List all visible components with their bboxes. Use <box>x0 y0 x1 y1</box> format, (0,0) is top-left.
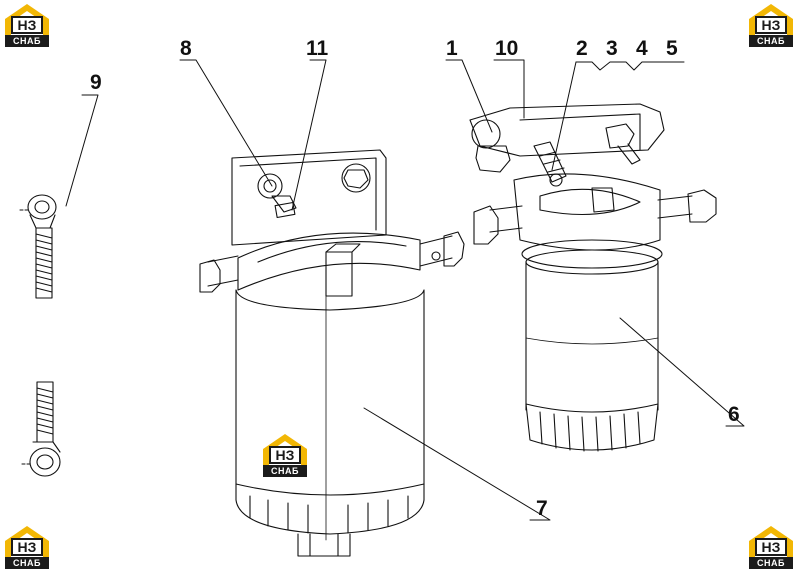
callout-2: 2 <box>576 37 588 60</box>
leader-8 <box>179 59 273 187</box>
callout-7: 7 <box>536 497 548 520</box>
watermark-caption: СНАБ <box>749 557 793 569</box>
watermark-letters: НЗ <box>755 538 787 556</box>
leader-1 <box>445 59 493 133</box>
left-filter-assembly <box>199 149 465 557</box>
watermark-caption: СНАБ <box>263 465 307 477</box>
watermark-letters: НЗ <box>269 446 301 464</box>
leader-7 <box>363 407 551 521</box>
callout-10: 10 <box>495 37 519 60</box>
watermark-caption: СНАБ <box>5 35 49 47</box>
watermark-letters: НЗ <box>11 16 43 34</box>
watermark-logo-top-right: НЗ СНАБ <box>746 2 796 48</box>
leader-10 <box>493 59 525 119</box>
leader-6 <box>619 317 745 427</box>
callout-3: 3 <box>606 37 618 60</box>
watermark-letters: НЗ <box>755 16 787 34</box>
leader-9 <box>65 94 99 207</box>
banjo-fitting-lower <box>21 381 61 477</box>
callout-4: 4 <box>636 37 648 60</box>
watermark-logo-bottom-left: НЗ СНАБ <box>2 524 52 570</box>
callout-11: 11 <box>306 37 329 60</box>
leader-11 <box>291 59 327 211</box>
callout-8: 8 <box>180 37 192 60</box>
leader-lines <box>65 59 745 521</box>
leader-2 <box>551 61 577 171</box>
callout-5: 5 <box>666 37 678 60</box>
watermark-logo-top-left: НЗ СНАБ <box>2 2 52 48</box>
banjo-fitting-upper <box>19 194 57 299</box>
watermark-logo-bottom-right: НЗ СНАБ <box>746 524 796 570</box>
callout-1: 1 <box>446 37 458 60</box>
watermark-letters: НЗ <box>11 538 43 556</box>
callout-9: 9 <box>90 71 102 94</box>
callout-6: 6 <box>728 403 740 426</box>
watermark-caption: СНАБ <box>5 557 49 569</box>
watermark-caption: СНАБ <box>749 35 793 47</box>
watermark-logo-center: НЗ СНАБ <box>260 432 310 478</box>
right-filter-assembly <box>469 103 717 452</box>
